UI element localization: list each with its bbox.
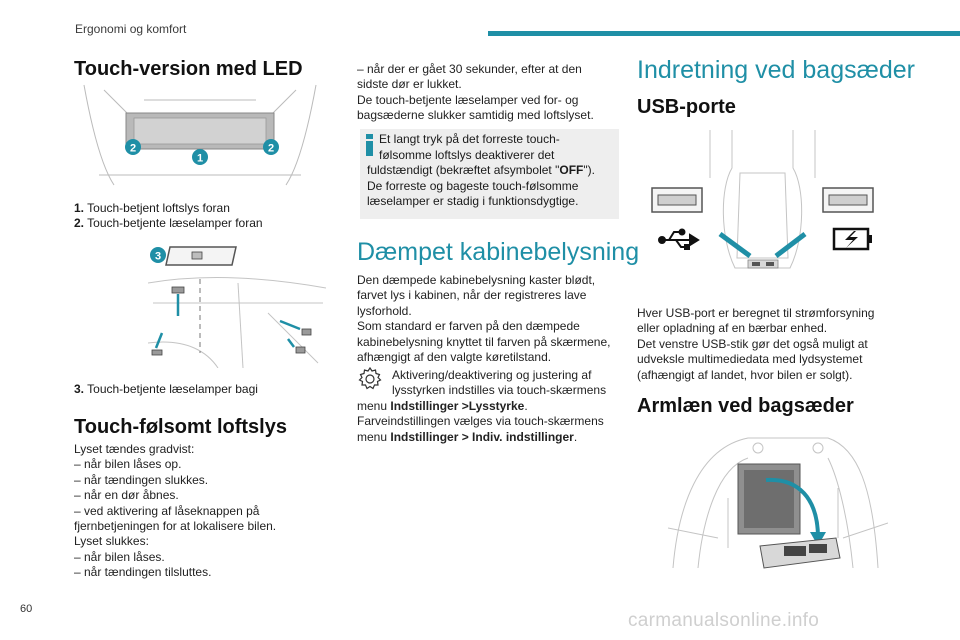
touch-ceiling-text: Lyset tændes gradvist: – når bilen låses… <box>74 442 277 580</box>
callout-label: 2 <box>268 143 274 155</box>
callout-3 <box>150 247 166 263</box>
header-title: Ergonomi og komfort <box>75 22 187 36</box>
usb-text: Hver USB-port er beregnet til strømforsy… <box>637 306 875 382</box>
section-heading-armrest: Armlæn ved bagsæder <box>637 395 854 417</box>
section-heading-usb: USB-porte <box>637 96 736 118</box>
usb-symbol-icon <box>658 228 700 250</box>
list-item: 2. Touch-betjente læselamper foran <box>74 216 263 230</box>
ambient-text: Den dæmpede kabinebelysning kaster blødt… <box>357 273 611 365</box>
ceiling-light-illustration: 2 1 2 <box>83 84 317 186</box>
section-heading-touch-ceiling: Touch-følsomt loftslys <box>74 416 287 438</box>
section-heading-rear-seats: Indretning ved bagsæder <box>637 56 915 84</box>
list-item: 3. Touch-betjente læselamper bagi <box>74 382 258 396</box>
info-note: Et langt tryk på det forreste touch- føl… <box>360 129 619 219</box>
charging-battery-icon <box>832 227 872 251</box>
info-icon <box>366 134 373 156</box>
callout-label: 2 <box>130 143 136 155</box>
section-heading-touch-led: Touch-version med LED <box>74 58 303 80</box>
callout-label: 1 <box>197 153 203 165</box>
watermark: carmanualsonline.info <box>628 610 820 631</box>
header-accent-bar <box>488 31 960 36</box>
ambient-settings-text: Aktivering/deaktivering og justering af … <box>357 368 607 444</box>
section-heading-ambient: Dæmpet kabinebelysning <box>357 238 640 266</box>
ceiling-off-text: – når der er gået 30 sekunder, efter at … <box>357 62 594 123</box>
gear-icon <box>358 366 382 390</box>
callout-1 <box>192 149 208 165</box>
rear-armrest-illustration <box>668 437 888 569</box>
rear-reading-light-illustration: 3 <box>148 246 326 368</box>
callout-label: 3 <box>155 251 161 263</box>
list-item: 1. Touch-betjent loftslys foran <box>74 201 230 215</box>
page-number: 60 <box>20 603 33 615</box>
callout-2-left <box>125 139 141 155</box>
usb-ports-illustration <box>651 130 874 269</box>
info-note-text: Et langt tryk på det forreste touch- føl… <box>367 132 595 208</box>
callout-2-right <box>263 139 279 155</box>
